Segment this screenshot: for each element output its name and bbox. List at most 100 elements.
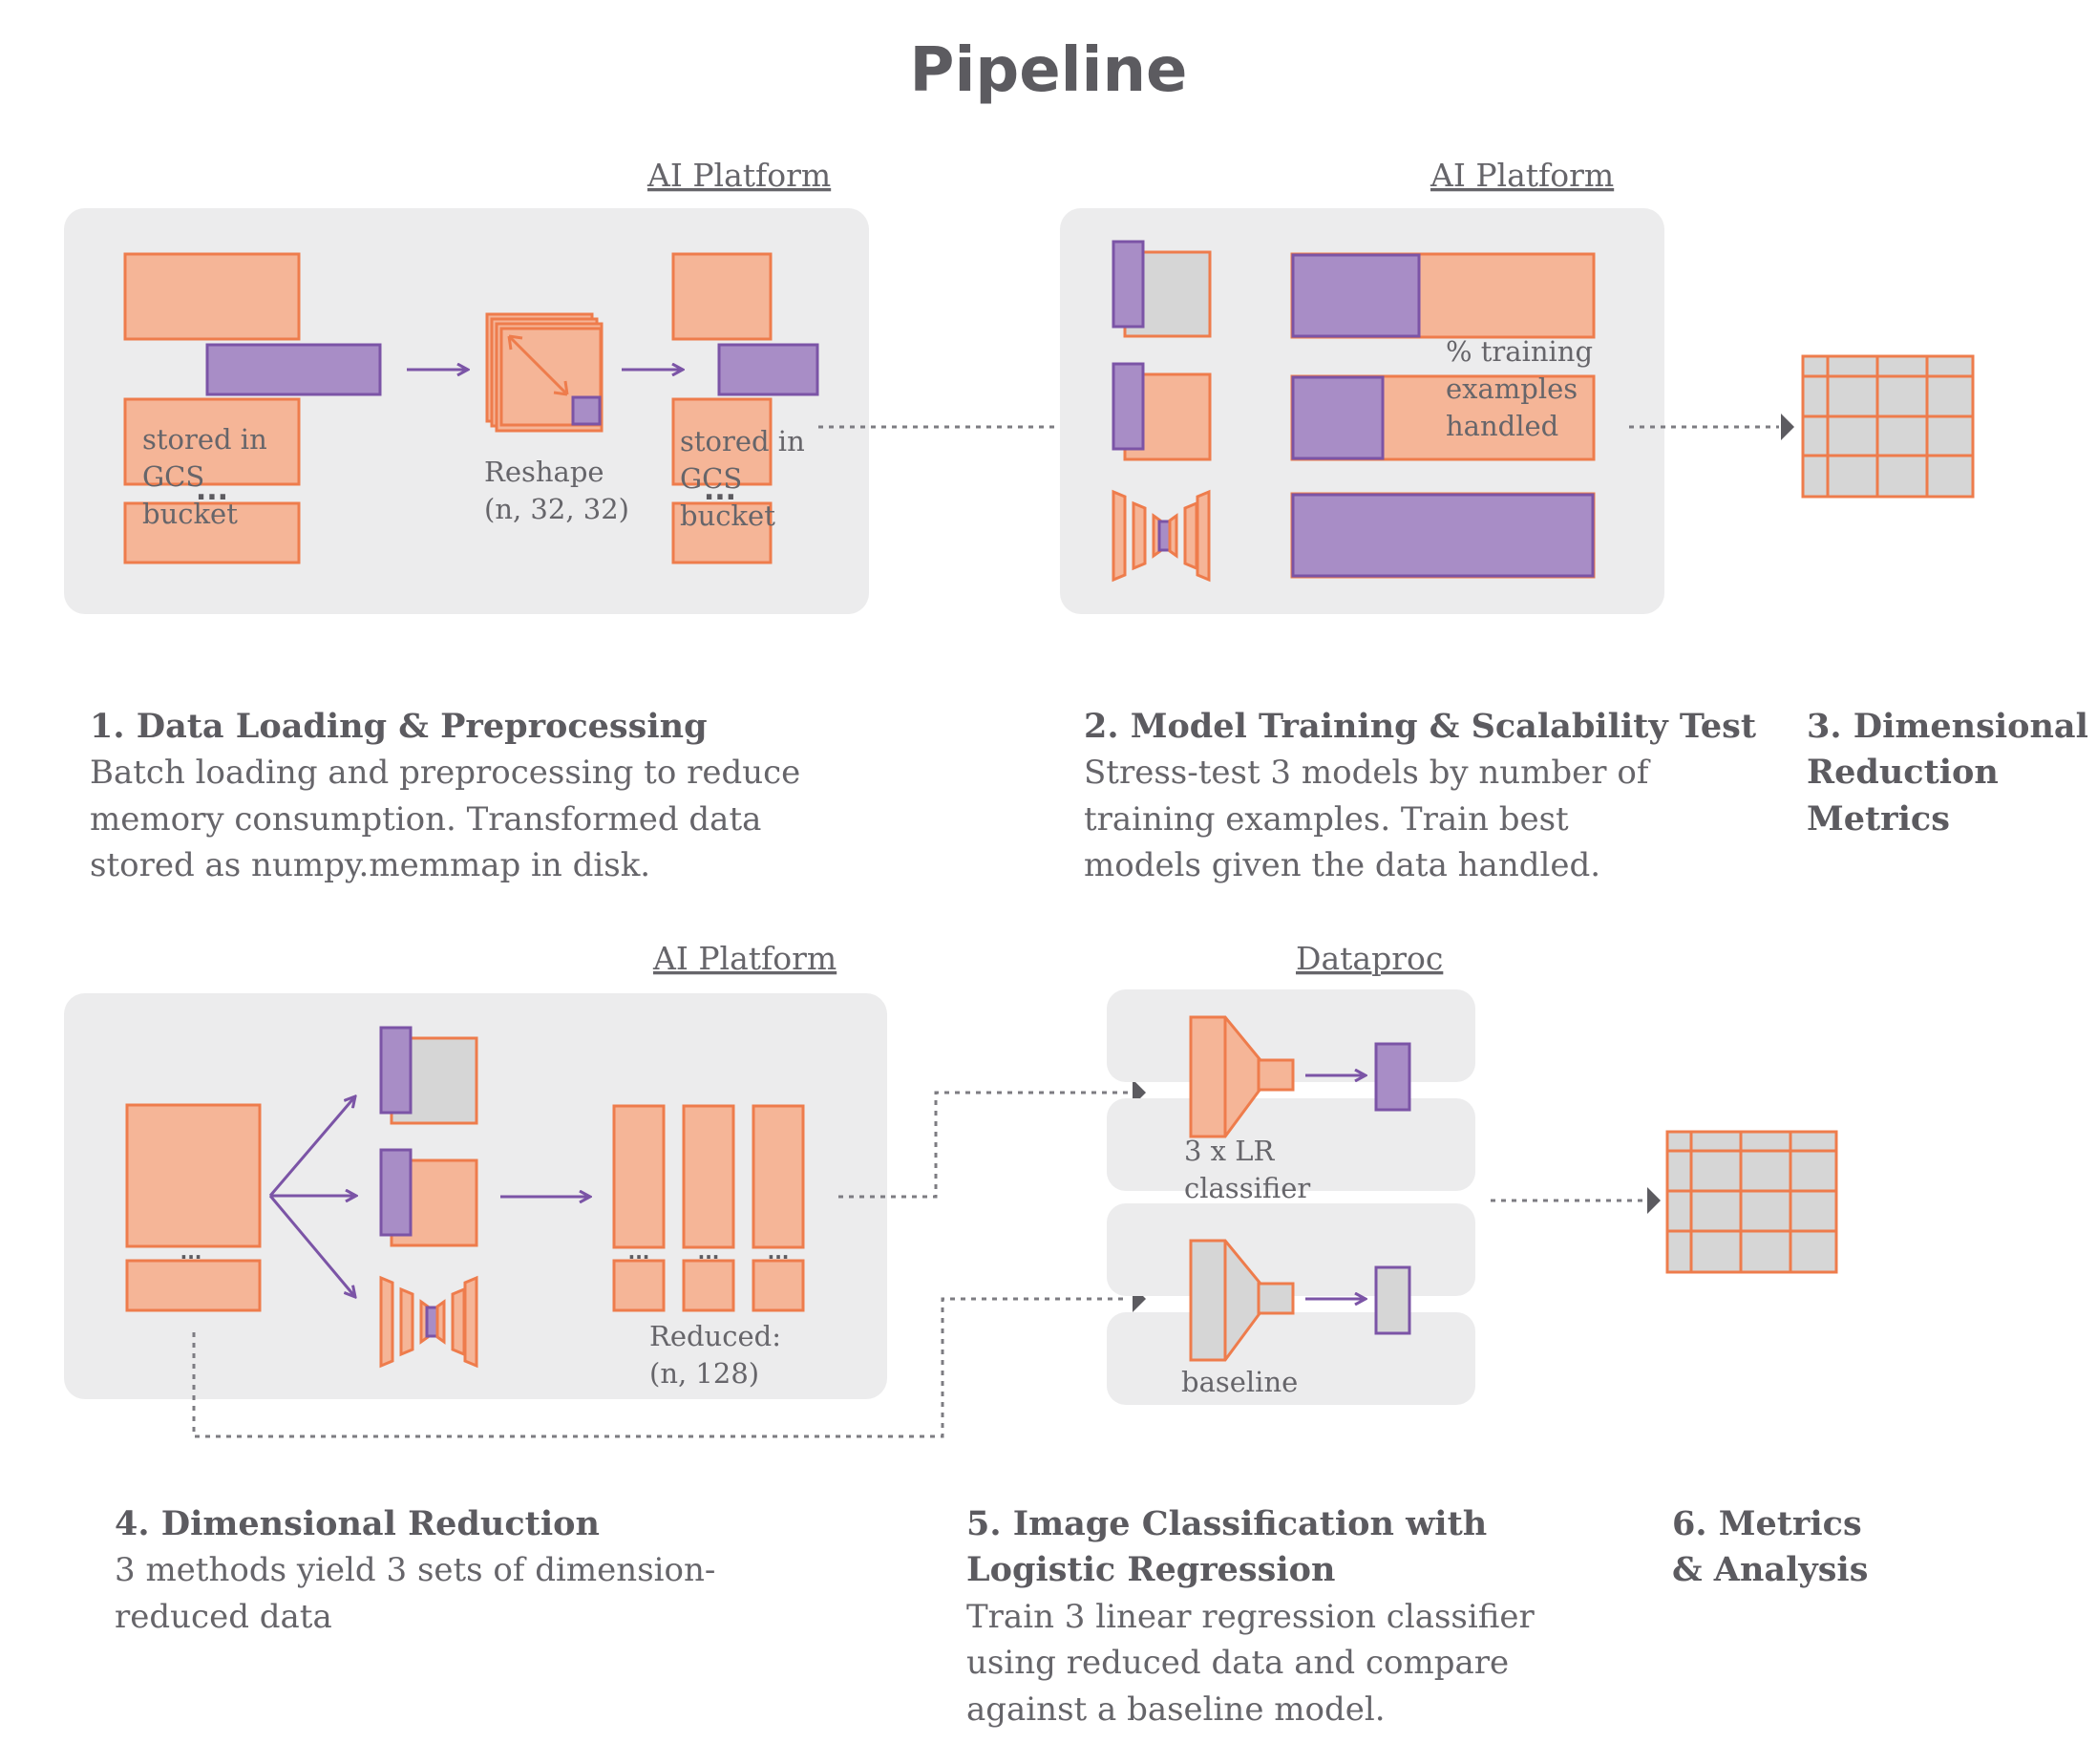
connector-4-5-baseline bbox=[192, 1297, 1128, 1438]
baseline-classifier-icon bbox=[1189, 1239, 1295, 1362]
arrow-fan-down bbox=[268, 1195, 355, 1297]
autoencoder-icon bbox=[379, 1275, 478, 1369]
ellipsis: ... bbox=[628, 1241, 650, 1264]
reduced-column bbox=[612, 1104, 666, 1249]
training-label-line2: examples bbox=[1446, 372, 1578, 405]
training-label-line3: handled bbox=[1446, 410, 1558, 442]
ellipsis: ... bbox=[704, 474, 736, 507]
step-6-caption: 6. Metrics & Analysis bbox=[1672, 1504, 1868, 1589]
step-body-line: against a baseline model. bbox=[966, 1690, 1386, 1729]
training-bar-2-fill bbox=[1291, 375, 1385, 460]
stored-label-line2: GCS bbox=[142, 460, 204, 493]
arrow-fan-up bbox=[268, 1096, 355, 1197]
step-heading: Metrics bbox=[1807, 799, 1950, 839]
panel-data-loading: ... stored in GCS bucket Reshape (n, 32,… bbox=[64, 208, 869, 614]
baseline-output bbox=[1374, 1265, 1411, 1335]
step-4-caption: 4. Dimensional Reduction 3 methods yield… bbox=[115, 1504, 715, 1636]
data-block-purple bbox=[717, 343, 819, 396]
connector-arrowhead bbox=[1781, 414, 1794, 440]
method-icon-purple bbox=[379, 1026, 413, 1115]
model-icon-purple bbox=[1112, 240, 1145, 329]
step-body-line: reduced data bbox=[115, 1598, 332, 1636]
reshape-label-line2: (n, 32, 32) bbox=[484, 493, 629, 525]
platform-label-step5: Dataproc bbox=[1296, 940, 1443, 977]
step-2-caption: 2. Model Training & Scalability Test Str… bbox=[1084, 707, 1756, 884]
method-icon-purple bbox=[379, 1148, 413, 1237]
stored-label-line2: GCS bbox=[680, 462, 742, 495]
training-label-line1: % training bbox=[1446, 335, 1593, 368]
reshape-diagonal bbox=[507, 334, 569, 396]
platform-label-step4: AI Platform bbox=[652, 940, 837, 977]
reduced-column-tail bbox=[682, 1259, 735, 1312]
data-block bbox=[123, 252, 301, 341]
data-block bbox=[671, 501, 773, 564]
step-body-line: using reduced data and compare bbox=[966, 1644, 1509, 1682]
connector-arrowhead bbox=[1647, 1187, 1661, 1214]
panel-model-training: % training examples handled bbox=[1060, 208, 1664, 614]
step-body-line: memory consumption. Transformed data bbox=[90, 800, 761, 839]
stored-label-line1: stored in bbox=[680, 425, 805, 457]
ellipsis: ... bbox=[768, 1241, 790, 1264]
step-3-caption: 3. Dimensional Reduction Metrics bbox=[1807, 707, 2088, 839]
connector-4-5-reduced bbox=[838, 1091, 1128, 1199]
ellipsis: ... bbox=[698, 1241, 720, 1264]
stored-label-line3: bucket bbox=[680, 499, 775, 532]
model-icon-purple bbox=[1112, 362, 1145, 451]
resize-arrowheads-icon bbox=[507, 334, 569, 396]
training-bar-3-fill bbox=[1291, 493, 1595, 578]
step-heading: 2. Model Training & Scalability Test bbox=[1084, 707, 1756, 746]
step-body-line: models given the data handled. bbox=[1084, 846, 1600, 884]
step-body-line: Stress-test 3 models by number of bbox=[1084, 754, 1651, 792]
step-heading: 4. Dimensional Reduction bbox=[115, 1504, 600, 1543]
ellipsis: ... bbox=[180, 1241, 202, 1264]
step-body-line: Train 3 linear regression classifier bbox=[966, 1598, 1536, 1636]
step-body-line: 3 methods yield 3 sets of dimension- bbox=[115, 1551, 715, 1589]
reduced-column bbox=[752, 1104, 805, 1249]
lr-classifier-icon bbox=[1189, 1015, 1295, 1138]
step-5-caption: 5. Image Classification with Logistic Re… bbox=[966, 1504, 1536, 1729]
step-body-line: Batch loading and preprocessing to reduc… bbox=[90, 754, 800, 792]
reduced-column-tail bbox=[612, 1259, 666, 1312]
data-block bbox=[123, 397, 301, 486]
step-heading: 3. Dimensional bbox=[1807, 707, 2088, 746]
baseline-label: baseline bbox=[1181, 1366, 1298, 1398]
data-block bbox=[125, 1103, 262, 1248]
data-block bbox=[671, 397, 773, 486]
ellipsis: ... bbox=[196, 474, 228, 507]
data-block bbox=[125, 1259, 262, 1312]
platform-label-step1: AI Platform bbox=[646, 157, 831, 194]
lr-label-line1: 3 x LR bbox=[1184, 1135, 1276, 1167]
step-body-line: stored as numpy.memmap in disk. bbox=[90, 846, 650, 884]
autoencoder-icon bbox=[1112, 489, 1211, 583]
classifier-output bbox=[1374, 1042, 1411, 1112]
step-heading: 6. Metrics bbox=[1672, 1504, 1862, 1543]
metrics-table-icon bbox=[1665, 1130, 1838, 1274]
reshape-label-line1: Reshape bbox=[484, 456, 604, 488]
reduced-label-line2: (n, 128) bbox=[649, 1357, 759, 1390]
step-1-caption: 1. Data Loading & Preprocessing Batch lo… bbox=[90, 707, 800, 884]
training-bar-1-fill bbox=[1291, 253, 1421, 338]
lr-label-line2: classifier bbox=[1184, 1172, 1310, 1204]
step-heading: 1. Data Loading & Preprocessing bbox=[90, 707, 708, 746]
step-heading: Reduction bbox=[1807, 753, 1999, 792]
step-heading: Logistic Regression bbox=[966, 1550, 1335, 1589]
step-body-line: training examples. Train best bbox=[1084, 800, 1569, 839]
data-block bbox=[123, 501, 301, 564]
panel-classification: 3 x LR classifier baseline bbox=[1107, 989, 1475, 1405]
reduced-label-line1: Reduced: bbox=[649, 1320, 781, 1352]
platform-label-step2: AI Platform bbox=[1430, 157, 1614, 194]
data-block-purple bbox=[205, 343, 382, 396]
data-block bbox=[671, 252, 773, 341]
page-title: Pipeline bbox=[910, 35, 1188, 106]
metrics-table-icon bbox=[1801, 354, 1975, 499]
step-heading: & Analysis bbox=[1672, 1550, 1868, 1589]
step-heading: 5. Image Classification with bbox=[966, 1504, 1487, 1543]
stored-label-line3: bucket bbox=[142, 498, 238, 530]
stored-label-line1: stored in bbox=[142, 423, 267, 456]
reduced-column-tail bbox=[752, 1259, 805, 1312]
reduced-column bbox=[682, 1104, 735, 1249]
panel-background bbox=[1107, 1203, 1475, 1296]
reshape-small-square bbox=[571, 395, 602, 426]
panel-dimensional-reduction: ... ... ... ... Reduced: (n, 128 bbox=[64, 993, 887, 1399]
